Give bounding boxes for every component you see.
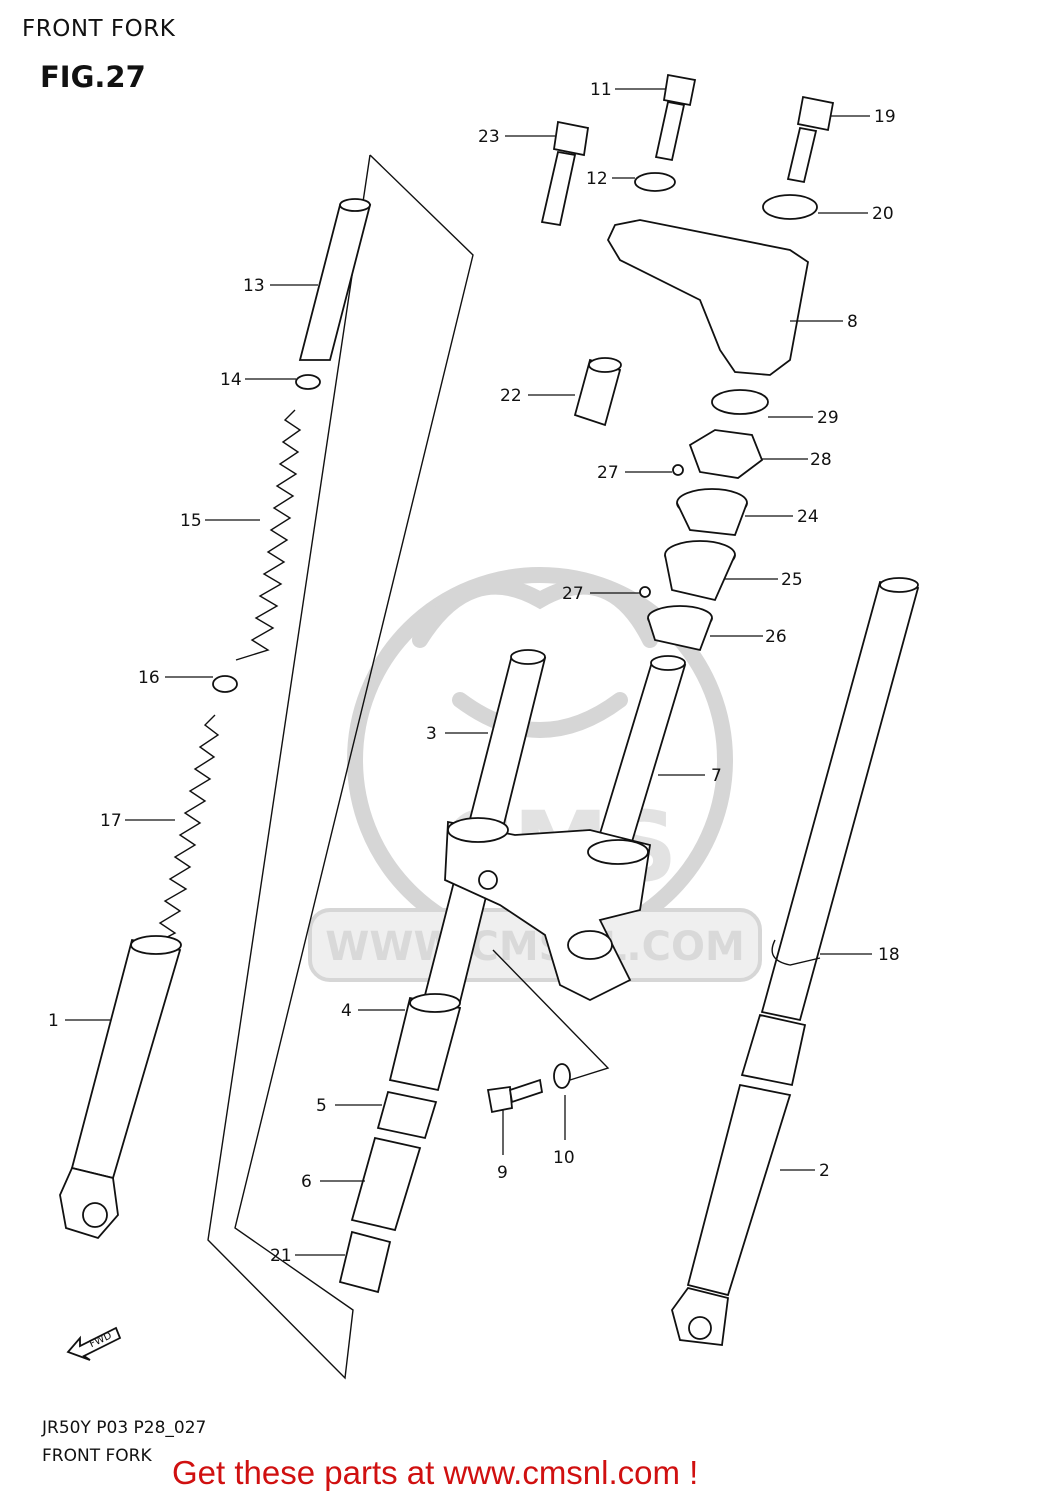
handlebar-holder-8 — [606, 219, 809, 376]
ball-27-mid — [639, 586, 651, 598]
outer-tube-center — [338, 993, 462, 1294]
callout-9: 9 — [497, 1163, 508, 1183]
fork-leg-right — [671, 577, 920, 1346]
spring-15 — [235, 409, 302, 661]
callout-19: 19 — [874, 107, 896, 127]
callout-23: 23 — [478, 127, 500, 147]
bolt-11 — [654, 73, 697, 162]
callout-11: 11 — [590, 80, 612, 100]
callout-13: 13 — [243, 276, 265, 296]
watermark-face — [412, 578, 658, 648]
forward-direction-arrow-icon: FWD — [66, 1326, 122, 1361]
watermark-url: WWW.CMSNL.COM — [325, 924, 745, 970]
spring-17 — [151, 714, 220, 946]
collar-16 — [212, 675, 238, 693]
callout-4: 4 — [341, 1001, 352, 1021]
washer-12 — [634, 172, 676, 192]
callout-2: 2 — [819, 1161, 830, 1181]
callout-5: 5 — [316, 1096, 327, 1116]
ball-27-top — [672, 464, 684, 476]
section-title: FRONT FORK — [22, 16, 176, 42]
race-26 — [647, 605, 713, 652]
callout-16: 16 — [138, 668, 160, 688]
callout-1: 1 — [48, 1011, 59, 1031]
clip-18 — [771, 939, 821, 966]
callout-22: 22 — [500, 386, 522, 406]
callout-24: 24 — [797, 507, 819, 527]
callout-27-top: 27 — [597, 463, 619, 483]
figure-label: FIG.27 — [40, 60, 146, 94]
callout-28: 28 — [810, 450, 832, 470]
callout-17: 17 — [100, 811, 122, 831]
under-bracket — [444, 817, 652, 1002]
assembly-outline — [207, 154, 474, 1380]
bolt-9 — [486, 1078, 544, 1114]
callout-15: 15 — [180, 511, 202, 531]
race-25 — [664, 540, 736, 602]
drawing-code: JR50Y P03 P28_027 — [42, 1418, 207, 1438]
outer-tube-left — [59, 935, 182, 1240]
bolt-19 — [786, 95, 835, 184]
spacer-22 — [573, 357, 622, 427]
watermark-mouth — [452, 692, 628, 738]
callout-14: 14 — [220, 370, 242, 390]
footer-caption: FRONT FORK — [42, 1446, 152, 1466]
callout-25: 25 — [781, 570, 803, 590]
race-24 — [676, 488, 748, 536]
callout-labels: 1 2 3 4 5 6 7 8 9 10 11 12 13 14 15 16 1… — [48, 80, 900, 1266]
fork-pipe-top — [298, 198, 372, 361]
callout-6: 6 — [301, 1172, 312, 1192]
callout-12: 12 — [586, 169, 608, 189]
callout-7: 7 — [711, 766, 722, 786]
callout-leaders — [65, 88, 872, 1256]
bolt-23 — [540, 120, 590, 227]
callout-8: 8 — [847, 312, 858, 332]
callout-26: 26 — [765, 627, 787, 647]
callout-18: 18 — [878, 945, 900, 965]
callout-29: 29 — [817, 408, 839, 428]
bracket-pointer — [492, 949, 610, 1081]
callout-27-mid: 27 — [562, 584, 584, 604]
cushion-20 — [762, 194, 818, 220]
washer-10 — [553, 1063, 571, 1089]
washer-14 — [295, 374, 321, 390]
nut-28 — [688, 429, 764, 479]
callout-3: 3 — [426, 724, 437, 744]
washer-29 — [711, 389, 769, 415]
callout-21: 21 — [270, 1246, 292, 1266]
callout-20: 20 — [872, 204, 894, 224]
promo-banner-link[interactable]: Get these parts at www.cmsnl.com ! — [172, 1454, 699, 1491]
callout-10: 10 — [553, 1148, 575, 1168]
